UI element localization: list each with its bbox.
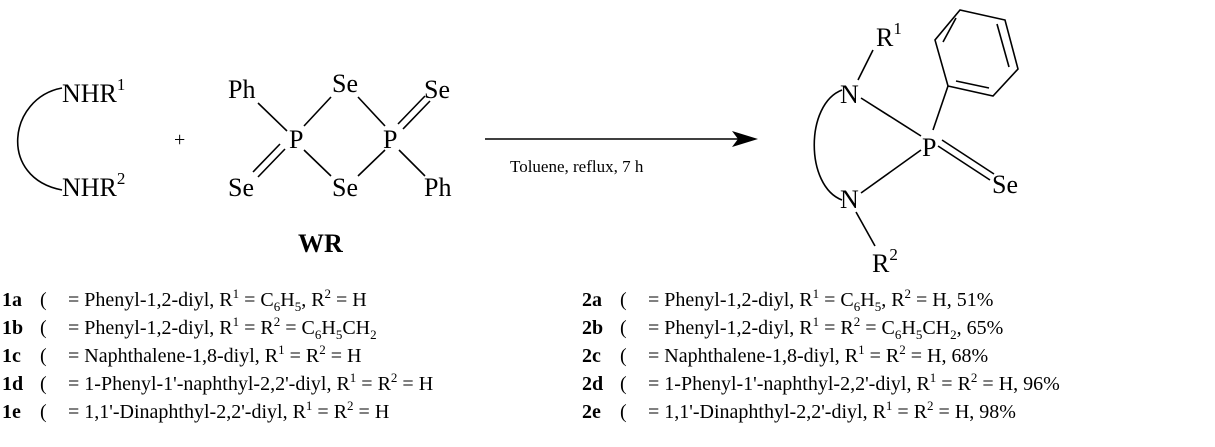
svg-text:1c: 1c xyxy=(2,345,21,367)
svg-text:= 1,1'-Dinaphthyl-2,2'-diyl, R: = 1,1'-Dinaphthyl-2,2'-diyl, R1 = R2 = H… xyxy=(648,398,1016,423)
bond-p-right-ph xyxy=(398,149,426,177)
product-r2-label: R2 xyxy=(872,245,898,278)
selenium-exo-left-label: Se xyxy=(228,173,254,202)
svg-text:(: ( xyxy=(620,373,627,395)
svg-text:= 1,1'-Dinaphthyl-2,2'-diyl, R: = 1,1'-Dinaphthyl-2,2'-diyl, R1 = R2 = H xyxy=(68,398,389,423)
svg-text:(: ( xyxy=(40,317,47,339)
product-phosphorus-label: P xyxy=(922,133,936,162)
phenyl-inner-bond-1 xyxy=(955,80,990,89)
list-item: 1e ( = 1,1'-Dinaphthyl-2,2'-diyl, R1 = R… xyxy=(2,398,389,423)
product-list: 2a ( = Phenyl-1,2-diyl, R1 = C6H5, R2 = … xyxy=(582,286,1060,423)
svg-text:1d: 1d xyxy=(2,373,23,395)
list-item: 2d ( = 1-Phenyl-1'-naphthyl-2,2'-diyl, R… xyxy=(582,370,1060,395)
product-n-top-label: N xyxy=(840,80,859,109)
svg-text:= Phenyl-1,2-diyl, R1 = C6H5,: = Phenyl-1,2-diyl, R1 = C6H5, R2 = H xyxy=(68,286,367,314)
bond-se-bottom-p-right xyxy=(357,149,386,177)
arrow-head xyxy=(732,131,758,147)
selenium-exo-right-label: Se xyxy=(424,75,450,104)
svg-text:= 1-Phenyl-1'-naphthyl-2,2'-di: = 1-Phenyl-1'-naphthyl-2,2'-diyl, R1 = R… xyxy=(68,370,433,395)
svg-text:1e: 1e xyxy=(2,401,21,423)
svg-text:2b: 2b xyxy=(582,317,603,339)
svg-text:= Phenyl-1,2-diyl, R1 = R2 = C: = Phenyl-1,2-diyl, R1 = R2 = C6H5CH2, 65… xyxy=(648,314,1003,342)
list-item: 1c ( = Naphthalene-1,8-diyl, R1 = R2 = H xyxy=(2,342,361,367)
selenium-ring-bottom-label: Se xyxy=(332,173,358,202)
product-selenium-label: Se xyxy=(992,170,1018,199)
bond-n-bottom-r2 xyxy=(855,211,876,247)
double-bond-p-se-a xyxy=(937,145,991,181)
bond-ph-p-left xyxy=(257,102,288,132)
list-item: 1a ( = Phenyl-1,2-diyl, R1 = C6H5, R2 = … xyxy=(2,286,367,314)
product-n-bottom-label: N xyxy=(840,185,859,214)
svg-text:1a: 1a xyxy=(2,289,22,311)
svg-text:(: ( xyxy=(620,289,627,311)
bond-n-top-p xyxy=(860,97,922,137)
diamine-reactant: NHR1 NHR2 xyxy=(16,75,125,202)
product-structure: R1 N P Se N R2 xyxy=(813,9,1019,278)
list-item: 1b ( = Phenyl-1,2-diyl, R1 = R2 = C6H5CH… xyxy=(2,314,377,342)
woollins-reagent: Ph Se Se P P Se Se Ph WR xyxy=(228,69,451,258)
substrate-list: 1a ( = Phenyl-1,2-diyl, R1 = C6H5, R2 = … xyxy=(2,286,433,423)
double-bond-p-left-se-a xyxy=(257,148,286,178)
phenyl-ring xyxy=(934,9,1019,97)
phosphorus-right-label: P xyxy=(383,125,397,154)
diamine-backbone-arc xyxy=(16,87,63,191)
bond-n-top-r1 xyxy=(857,49,874,81)
plus-sign: + xyxy=(174,129,185,151)
svg-text:(: ( xyxy=(620,317,627,339)
svg-text:(: ( xyxy=(620,345,627,367)
double-bond-p-right-se-b xyxy=(402,100,431,130)
phenyl-inner-bond-2 xyxy=(996,23,1010,68)
bond-se-top-p-right xyxy=(357,96,386,127)
amine-bottom-label: NHR2 xyxy=(62,169,125,202)
bond-p-phenyl xyxy=(932,85,949,131)
phenyl-inner-bond-3 xyxy=(942,17,957,43)
list-item: 2b ( = Phenyl-1,2-diyl, R1 = R2 = C6H5CH… xyxy=(582,314,1003,342)
svg-text:(: ( xyxy=(40,373,47,395)
reaction-conditions: Toluene, reflux, 7 h xyxy=(510,157,644,176)
svg-text:2c: 2c xyxy=(582,345,601,367)
list-item: 2c ( = Naphthalene-1,8-diyl, R1 = R2 = H… xyxy=(582,342,988,367)
svg-text:(: ( xyxy=(40,401,47,423)
svg-text:(: ( xyxy=(620,401,627,423)
svg-text:(: ( xyxy=(40,345,47,367)
phosphorus-left-label: P xyxy=(289,125,303,154)
svg-text:(: ( xyxy=(40,289,47,311)
svg-text:= Naphthalene-1,8-diyl, R1 = R: = Naphthalene-1,8-diyl, R1 = R2 = H, 68% xyxy=(648,342,988,367)
list-item: 1d ( = 1-Phenyl-1'-naphthyl-2,2'-diyl, R… xyxy=(2,370,433,395)
list-item: 2a ( = Phenyl-1,2-diyl, R1 = C6H5, R2 = … xyxy=(582,286,993,314)
bond-p-n-bottom xyxy=(860,149,922,194)
woollins-reagent-label: WR xyxy=(298,229,343,258)
list-item: 2e ( = 1,1'-Dinaphthyl-2,2'-diyl, R1 = R… xyxy=(582,398,1016,423)
svg-text:= Phenyl-1,2-diyl, R1 = R2 = C: = Phenyl-1,2-diyl, R1 = R2 = C6H5CH2 xyxy=(68,314,377,342)
svg-text:= 1-Phenyl-1'-naphthyl-2,2'-di: = 1-Phenyl-1'-naphthyl-2,2'-diyl, R1 = R… xyxy=(648,370,1060,395)
bond-p-left-se-bottom xyxy=(303,149,332,177)
bond-p-left-se-top xyxy=(303,96,332,127)
svg-text:2e: 2e xyxy=(582,401,601,423)
svg-text:2a: 2a xyxy=(582,289,602,311)
amine-top-label: NHR1 xyxy=(62,75,125,108)
svg-text:2d: 2d xyxy=(582,373,603,395)
double-bond-p-se-b xyxy=(941,139,995,175)
phenyl-bottom-right-label: Ph xyxy=(424,173,451,202)
phenyl-top-left-label: Ph xyxy=(228,75,255,104)
svg-text:= Naphthalene-1,8-diyl, R1 = R: = Naphthalene-1,8-diyl, R1 = R2 = H xyxy=(68,342,361,367)
double-bond-p-left-se-b xyxy=(252,143,281,173)
selenium-ring-top-label: Se xyxy=(332,69,358,98)
product-r1-label: R1 xyxy=(876,19,902,52)
svg-text:= Phenyl-1,2-diyl, R1 = C6H5,: = Phenyl-1,2-diyl, R1 = C6H5, R2 = H, 51… xyxy=(648,286,993,314)
reaction-arrow: Toluene, reflux, 7 h xyxy=(485,131,758,176)
svg-text:1b: 1b xyxy=(2,317,23,339)
product-backbone-arc xyxy=(813,89,843,201)
double-bond-p-right-se-a xyxy=(397,95,426,125)
